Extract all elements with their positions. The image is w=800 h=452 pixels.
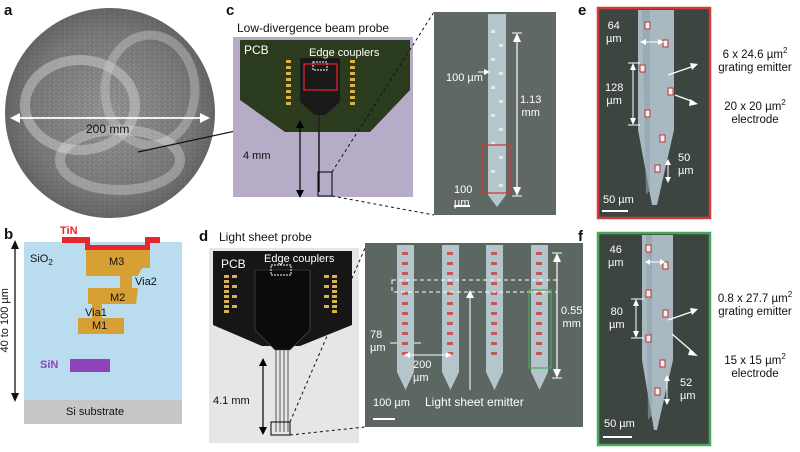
panel-label-e: e (578, 2, 587, 19)
panel-label-b: b (4, 226, 14, 243)
via2-label: Via2 (135, 276, 157, 288)
sin-label: SiN (40, 359, 59, 371)
m1-label: M1 (92, 320, 108, 332)
probe-c-title: Low-divergence beam probe (237, 21, 390, 35)
probe-d-emitter-label: Light sheet emitter (425, 395, 524, 409)
probe-c-pcb-label: PCB (244, 43, 269, 57)
probe-d-scale-label: 100 µm (373, 397, 410, 409)
tin-label: TiN (60, 225, 78, 237)
probe-c-pitch-label: 100 µm (446, 72, 483, 84)
probe-d-title: Light sheet probe (219, 230, 312, 244)
panel-label-c: c (226, 2, 235, 19)
probe-d-length-label: 4.1 mm (213, 395, 250, 407)
substrate-label: Si substrate (66, 406, 125, 418)
panel-label-d: d (199, 228, 209, 245)
probe-c-length-label: 4 mm (243, 150, 271, 162)
wafer-diameter-label: 200 mm (86, 122, 130, 136)
via1-label: Via1 (85, 307, 107, 319)
probe-c-edge-couplers-label: Edge couplers (309, 47, 380, 59)
panel-label-f: f (578, 228, 583, 245)
probe-d-pcb-label: PCB (221, 257, 246, 271)
panel-label-a: a (4, 2, 13, 19)
probe-e-scale-label: 50 µm (603, 194, 634, 206)
m2-label: M2 (110, 292, 126, 304)
m3-label: M3 (109, 256, 125, 268)
probe-f-scale-label: 50 µm (604, 418, 635, 430)
probe-d-edge-couplers-label: Edge couplers (264, 253, 335, 265)
sio2-label: SiO2 (30, 253, 53, 268)
